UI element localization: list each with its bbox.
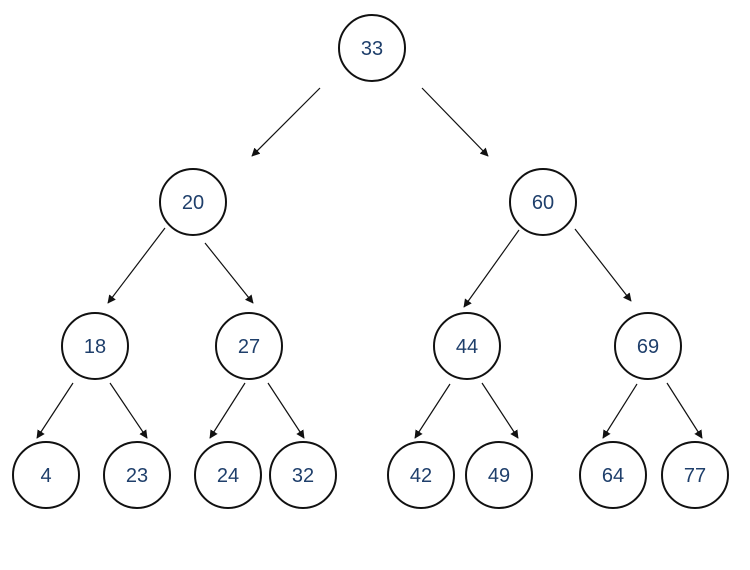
node-circle: [215, 312, 283, 380]
node-label: 64: [602, 465, 624, 487]
node-label: 33: [361, 38, 383, 60]
tree-node-23: 23: [103, 441, 171, 509]
node-label: 23: [126, 465, 148, 487]
node-circle: [12, 441, 80, 509]
edge-69-to-64-arrow: [602, 383, 638, 439]
tree-node-4: 4: [12, 441, 80, 509]
node-circle: [661, 441, 729, 509]
edge-60-to-69-arrow: [574, 228, 632, 302]
edge-20-to-27-arrow: [204, 242, 254, 304]
tree-node-60: 60: [509, 168, 577, 236]
node-label: 18: [84, 336, 106, 358]
edge-33-to-20-arrow: [251, 87, 321, 157]
nodes-layer: 33 20 60 18 27 44 69 4 23 24 32 42 49 64 77: [12, 14, 729, 509]
edge-18-to-4-arrow: [36, 382, 74, 439]
edge-27-to-24-arrow: [209, 382, 246, 439]
node-circle: [579, 441, 647, 509]
edge-44-to-49-arrow: [481, 382, 519, 439]
tree-node-64: 64: [579, 441, 647, 509]
node-label: 69: [637, 336, 659, 358]
node-circle: [269, 441, 337, 509]
node-label: 20: [182, 192, 204, 214]
node-circle: [159, 168, 227, 236]
tree-node-18: 18: [61, 312, 129, 380]
edges-layer: [36, 87, 703, 439]
node-label: 44: [456, 336, 478, 358]
node-circle: [103, 441, 171, 509]
tree-node-69: 69: [614, 312, 682, 380]
node-circle: [387, 441, 455, 509]
node-circle: [509, 168, 577, 236]
edge-20-to-18-arrow: [107, 227, 166, 304]
node-label: 49: [488, 465, 510, 487]
tree-node-77: 77: [661, 441, 729, 509]
node-label: 42: [410, 465, 432, 487]
edge-27-to-32-arrow: [267, 382, 305, 439]
tree-node-49: 49: [465, 441, 533, 509]
edge-18-to-23-arrow: [109, 382, 148, 439]
node-label: 24: [217, 465, 239, 487]
node-circle: [433, 312, 501, 380]
tree-node-20: 20: [159, 168, 227, 236]
node-label: 60: [532, 192, 554, 214]
tree-node-44: 44: [433, 312, 501, 380]
node-label: 32: [292, 465, 314, 487]
tree-node-33: 33: [338, 14, 406, 82]
edge-33-to-60-arrow: [421, 87, 489, 157]
tree-node-27: 27: [215, 312, 283, 380]
node-circle: [338, 14, 406, 82]
tree-node-42: 42: [387, 441, 455, 509]
edge-60-to-44-arrow: [463, 229, 520, 308]
tree-node-24: 24: [194, 441, 262, 509]
edge-44-to-42-arrow: [414, 383, 451, 439]
node-label: 4: [40, 465, 51, 487]
edge-69-to-77-arrow: [666, 382, 703, 439]
node-circle: [614, 312, 682, 380]
node-circle: [465, 441, 533, 509]
node-circle: [194, 441, 262, 509]
tree-node-32: 32: [269, 441, 337, 509]
node-label: 77: [684, 465, 706, 487]
node-label: 27: [238, 336, 260, 358]
node-circle: [61, 312, 129, 380]
